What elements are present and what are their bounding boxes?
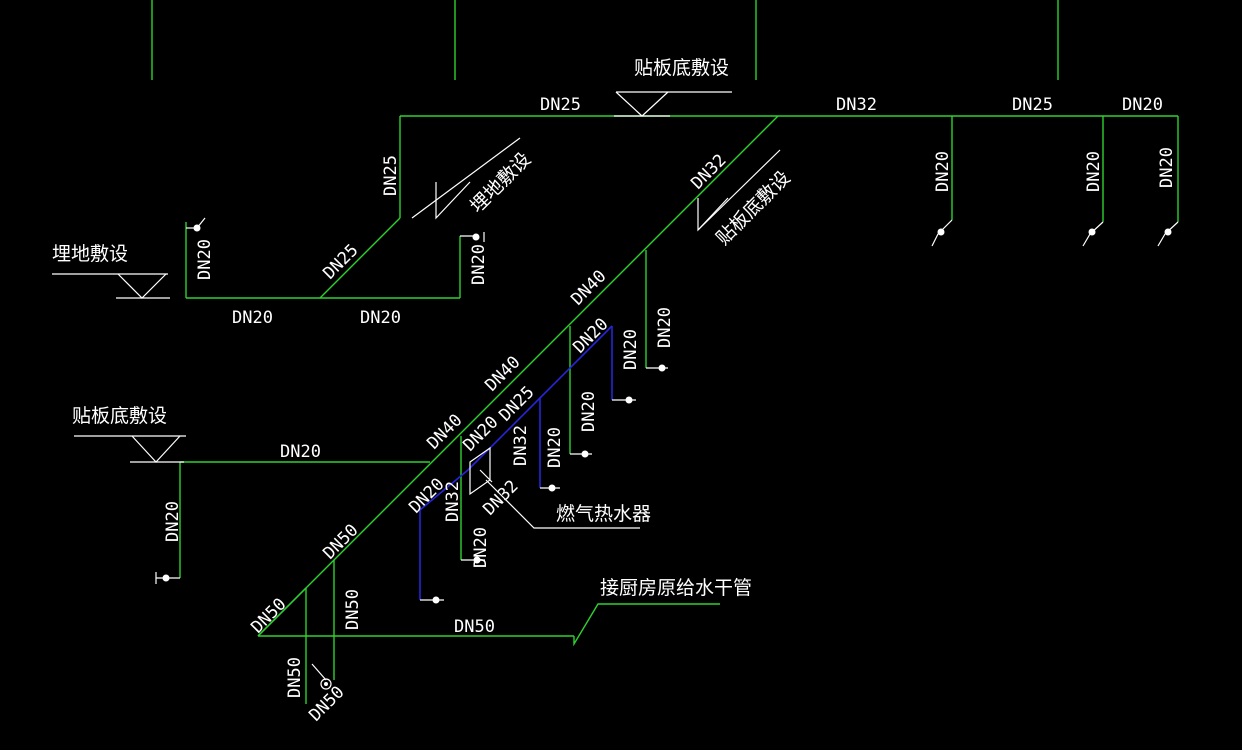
slab-marker-left-upper (52, 273, 170, 299)
gas-water-heater-symbol (469, 446, 640, 529)
label-drop-a: DN20 (933, 151, 953, 192)
label-blue-dn20-c: DN20 (579, 391, 599, 432)
label-upper-vert-dn25: DN25 (381, 155, 401, 196)
label-blue-dn20-a: DN20 (569, 314, 612, 357)
label-drop-b: DN20 (1084, 151, 1104, 192)
lower-vertical-outlet (162, 574, 170, 582)
note-gas-heater: 燃气热水器 (556, 503, 651, 525)
branch-vertical-1-outlet (581, 450, 589, 458)
note-buried-left: 埋地敷设 (52, 243, 128, 265)
label-dn50-bottom-diag: DN50 (305, 682, 348, 725)
slab-marker-left-lower (74, 435, 186, 463)
label-riser-dn50: DN50 (343, 589, 363, 630)
label-blue-dn20-b: DN20 (621, 329, 641, 370)
note-buried-upper: 埋地敷设 (466, 148, 535, 217)
label-left-riser-dn20: DN20 (195, 239, 215, 280)
bottom-left-diag (257, 587, 307, 637)
hot-water-outlet-1 (548, 484, 556, 492)
note-slab-top: 贴板底敷设 (634, 57, 729, 79)
main-diagonal-trunk (257, 115, 779, 637)
label-drop-c: DN20 (1157, 147, 1177, 188)
label-left-h-dn20: DN20 (232, 308, 273, 328)
label-blue-dn20-e: DN20 (459, 412, 502, 455)
label-right-riser-dn20: DN20 (469, 244, 489, 285)
label-mid-h-dn20: DN20 (360, 308, 401, 328)
label-main-dn50: DN50 (319, 520, 362, 563)
label-blue-dn32-b: DN32 (443, 481, 463, 522)
label-blue-dn20-g: DN20 (471, 527, 491, 568)
label-riser-dn20-main: DN20 (655, 307, 675, 348)
hot-water-outlet-2 (625, 396, 633, 404)
label-blue-dn32-a: DN32 (511, 425, 531, 466)
trunk-branch-outlet-dot (658, 364, 666, 372)
label-main-dn40-c: DN40 (423, 410, 466, 453)
note-kitchen-main: 接厨房原给水干管 (600, 577, 752, 599)
label-bottom-dn50: DN50 (454, 617, 495, 637)
outlet-fitting-c (1157, 221, 1179, 247)
slab-marker-diag-upper (411, 137, 521, 220)
note-slab-diag: 贴板底敷设 (712, 167, 795, 250)
label-main-dn32: DN32 (687, 150, 730, 193)
label-blue-dn20-d: DN20 (545, 427, 565, 468)
label-top-dn25-right: DN25 (1012, 95, 1053, 115)
label-top-dn25: DN25 (540, 95, 581, 115)
branch-vertical-2-outlet (473, 556, 481, 564)
label-dn50-bottom-v: DN50 (285, 657, 305, 698)
label-main-dn40-a: DN40 (567, 266, 610, 309)
label-lower-v-dn20: DN20 (163, 501, 183, 542)
outlet-fitting-b (1082, 221, 1104, 247)
outlet-fitting-a (931, 219, 953, 247)
label-lower-h-dn20: DN20 (280, 442, 321, 462)
slab-marker-diag-right (697, 149, 781, 232)
outlet-mid-riser (460, 232, 485, 242)
slab-marker-top (614, 91, 732, 117)
hot-water-outlet-3 (432, 596, 440, 604)
outlet-left-riser (186, 217, 206, 232)
hot-water-line-3 (419, 397, 541, 600)
upper-diagonal-pipe (319, 217, 401, 299)
label-top-dn20-right: DN20 (1122, 95, 1163, 115)
bottom-valve-symbol (311, 663, 332, 690)
note-slab-left: 贴板底敷设 (72, 405, 167, 427)
kitchen-main-connector (573, 603, 720, 647)
label-dn50-left-diag: DN50 (247, 594, 290, 637)
label-top-dn32: DN32 (836, 95, 877, 115)
